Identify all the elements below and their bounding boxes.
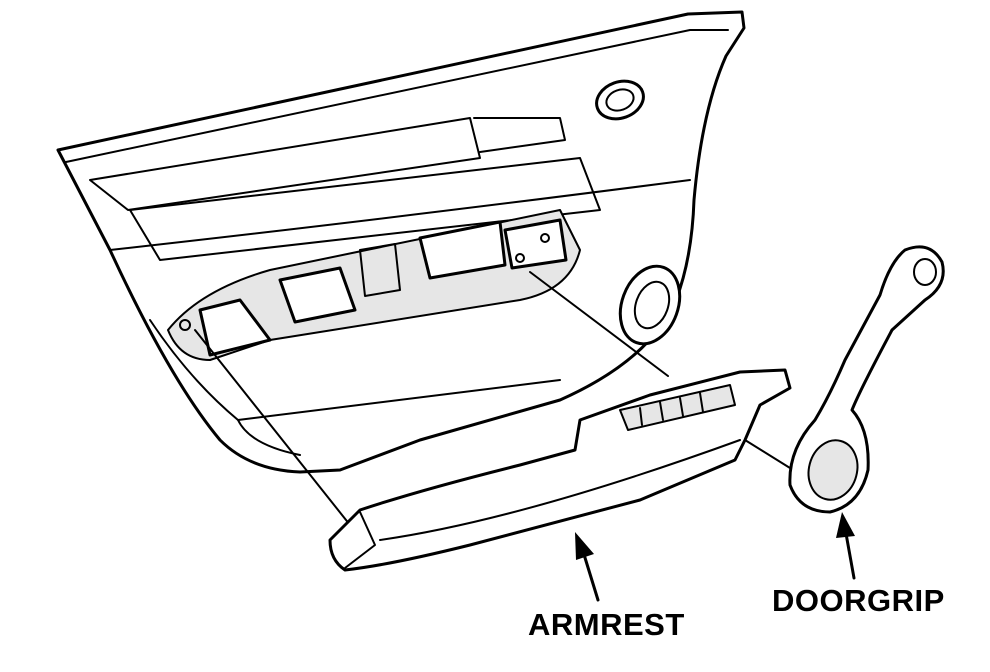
armrest-mounting-cavity xyxy=(167,209,581,361)
armrest-leader-lines xyxy=(194,271,669,526)
armrest-arrow xyxy=(575,532,600,602)
armrest-part xyxy=(328,368,792,572)
armrest-label: ARMREST xyxy=(528,607,685,642)
doorgrip-part xyxy=(788,245,945,514)
door-speaker xyxy=(618,264,682,346)
tweeter-speaker xyxy=(595,79,645,121)
doorgrip-arrow xyxy=(836,512,856,580)
doorgrip-label: DOORGRIP xyxy=(772,583,945,618)
doorgrip-leader-line xyxy=(744,439,791,469)
